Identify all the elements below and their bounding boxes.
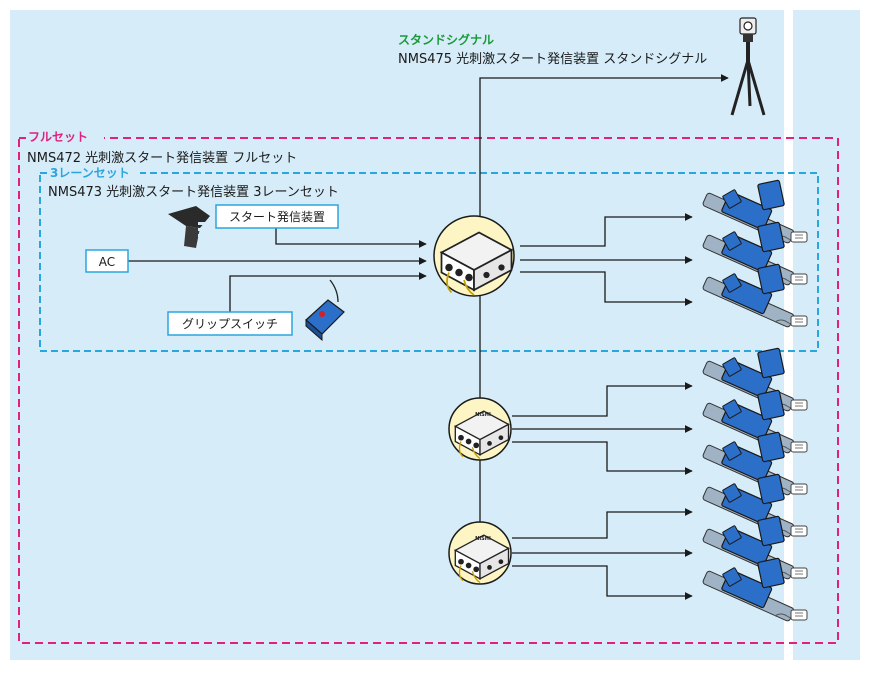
full-set-tag-bg bbox=[26, 129, 104, 145]
ac-label: AC bbox=[99, 255, 115, 269]
main-hub bbox=[433, 215, 515, 297]
lane-strip bbox=[784, 10, 793, 660]
line-start-device bbox=[275, 228, 427, 248]
stand-signal-tag: スタンドシグナル bbox=[398, 32, 494, 47]
full-set-tag: フルセット bbox=[28, 130, 88, 144]
line-grip-switch bbox=[229, 272, 427, 313]
starter-gun-icon bbox=[168, 206, 210, 248]
start-device-label: スタート発信装置 bbox=[229, 210, 325, 224]
stand-signal-description: NMS475 光刺激スタート発信装置 スタンドシグナル bbox=[398, 52, 707, 67]
grip-switch-label: グリップスイッチ bbox=[182, 317, 278, 331]
lane-set-description: NMS473 光刺激スタート発信装置 3レーンセット bbox=[48, 185, 339, 200]
full-set-description: NMS472 光刺激スタート発信装置 フルセット bbox=[27, 151, 297, 166]
stand-signal-tripod-icon bbox=[730, 17, 766, 116]
sub-hub-2: NISHI bbox=[448, 521, 512, 585]
sub-hub-2-label: NISHI bbox=[475, 536, 491, 542]
full-set-border bbox=[18, 137, 839, 644]
lane-set-tag-bg bbox=[48, 165, 140, 181]
sub-hub-1-label: NISHI bbox=[475, 412, 491, 418]
ac-box bbox=[85, 249, 129, 273]
grip-switch-box bbox=[167, 311, 293, 336]
line-to-stand-signal bbox=[479, 74, 729, 216]
sub-hub-1: NISHI bbox=[448, 397, 512, 461]
background-panel bbox=[10, 10, 860, 660]
start-device-box bbox=[215, 204, 339, 229]
lane-set-border bbox=[39, 172, 819, 352]
grip-switch-icon bbox=[305, 279, 345, 342]
lane-set-tag: 3レーンセット bbox=[50, 166, 130, 180]
